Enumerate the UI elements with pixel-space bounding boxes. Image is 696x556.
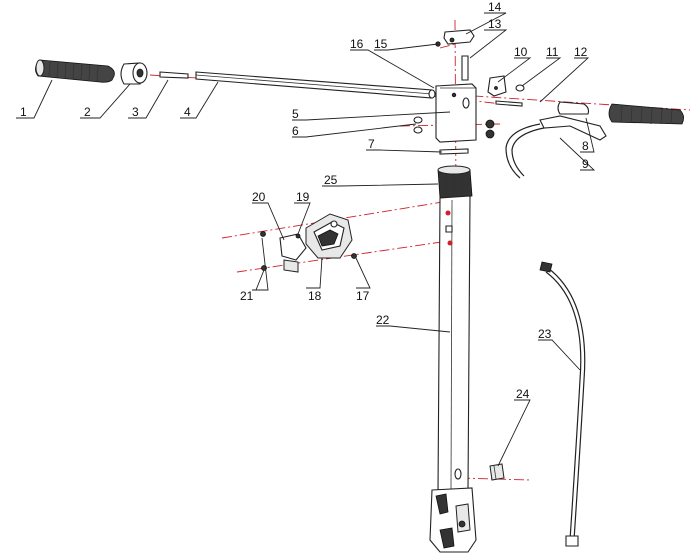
part-labels: 1 2 3 4 5 6 7 8 9 10 11 12 13 14 15 16 1… <box>20 0 589 401</box>
right-bracket <box>487 75 525 107</box>
label-4: 4 <box>184 105 191 119</box>
label-2: 2 <box>84 105 91 119</box>
label-15: 15 <box>374 37 388 51</box>
collar <box>437 165 473 199</box>
label-7: 7 <box>368 137 375 151</box>
pin <box>439 148 469 155</box>
label-13: 13 <box>488 17 502 31</box>
label-5: 5 <box>292 107 299 121</box>
clamp-bolts <box>413 116 495 139</box>
label-17: 17 <box>356 289 370 303</box>
label-10: 10 <box>514 45 528 59</box>
label-1: 1 <box>20 105 27 119</box>
label-22: 22 <box>376 313 390 327</box>
label-11: 11 <box>546 45 559 59</box>
label-9: 9 <box>582 157 589 171</box>
left-grip <box>35 59 115 83</box>
grip-ring <box>120 62 148 85</box>
label-24: 24 <box>516 387 530 401</box>
label-20: 20 <box>252 190 266 204</box>
top-cap <box>435 29 475 81</box>
long-cable <box>539 261 586 547</box>
small-clip <box>489 463 505 481</box>
label-8: 8 <box>582 139 589 153</box>
label-25: 25 <box>324 173 338 187</box>
label-3: 3 <box>132 105 139 119</box>
assembly-axes <box>149 19 691 546</box>
label-12: 12 <box>574 45 588 59</box>
right-grip <box>539 101 684 141</box>
clamp-block <box>435 83 477 143</box>
brake-cable <box>505 123 545 179</box>
label-16: 16 <box>350 37 364 51</box>
spacer-tube <box>159 71 189 79</box>
label-14: 14 <box>488 0 502 14</box>
handlebar <box>195 71 436 99</box>
fork-bottom <box>429 487 477 553</box>
label-6: 6 <box>292 124 299 138</box>
label-19: 19 <box>296 190 310 204</box>
label-23: 23 <box>538 327 552 341</box>
label-21: 21 <box>240 289 254 303</box>
label-18: 18 <box>308 289 322 303</box>
stem-tube <box>437 195 471 493</box>
side-housing <box>260 213 357 273</box>
leader-lines <box>16 12 596 467</box>
